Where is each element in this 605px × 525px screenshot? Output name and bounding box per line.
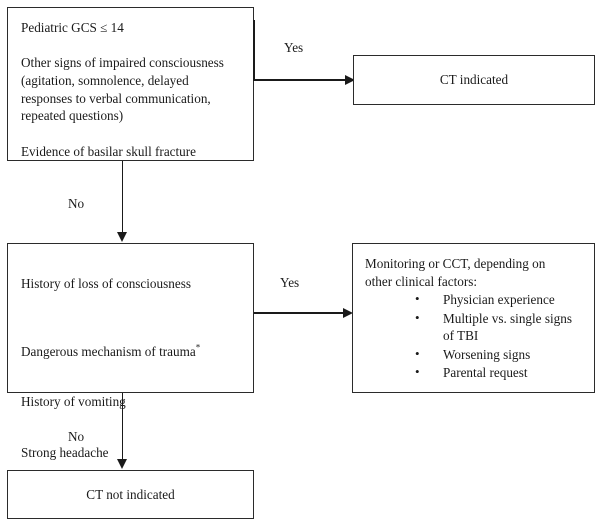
list-item: Physician experience (415, 290, 586, 309)
edge-moderate-no-vertical (121, 393, 124, 461)
edge-moderate-no-arrowhead (116, 459, 127, 469)
edge-severe-yes-horizontal (253, 79, 347, 81)
criteria-moderate-line-1: History of loss of consciousness (21, 275, 191, 291)
criteria-moderate-text: History of loss of consciousness Dangero… (21, 257, 245, 479)
monitoring-bullet-list: Physician experience Multiple vs. single… (397, 290, 586, 383)
edge-moderate-yes-horizontal (254, 312, 344, 314)
node-criteria-severe: Pediatric GCS ≤ 14 Other signs of impair… (7, 7, 254, 161)
footnote-marker-asterisk: * (195, 342, 201, 353)
edge-label-moderate-yes: Yes (280, 275, 300, 290)
node-ct-indicated: CT indicated (353, 55, 595, 105)
ct-indicated-label: CT indicated (439, 72, 509, 88)
criteria-moderate-line-4: Strong headache (21, 444, 109, 460)
criteria-moderate-line-2-text: Dangerous mechanism of trauma (21, 343, 196, 359)
criteria-severe-text: Pediatric GCS ≤ 14 Other signs of impair… (21, 20, 224, 159)
criteria-moderate-line-3: History of vomiting (21, 394, 126, 410)
list-item: Parental request (415, 363, 586, 382)
edge-label-severe-no: No (68, 196, 85, 211)
edge-severe-no-vertical (121, 161, 124, 234)
edge-label-moderate-no: No (68, 429, 85, 444)
edge-label-severe-yes: Yes (284, 40, 304, 55)
ct-not-indicated-label: CT not indicated (86, 486, 175, 502)
list-item: Worsening signs (415, 345, 586, 364)
node-monitoring-cct: Monitoring or CCT, depending on other cl… (352, 243, 595, 393)
list-item: Multiple vs. single signs of TBI (415, 309, 586, 345)
edge-severe-yes-vertical (253, 20, 255, 81)
monitoring-heading: Monitoring or CCT, depending on other cl… (365, 256, 546, 289)
node-criteria-moderate: History of loss of consciousness Dangero… (7, 243, 254, 460)
node-ct-not-indicated: CT not indicated (7, 470, 254, 519)
edge-severe-yes-arrowhead (345, 74, 355, 85)
edge-moderate-yes-arrowhead (343, 307, 353, 318)
criteria-moderate-line-2: Dangerous mechanism of trauma* (21, 325, 245, 360)
edge-severe-no-arrowhead (116, 232, 127, 242)
